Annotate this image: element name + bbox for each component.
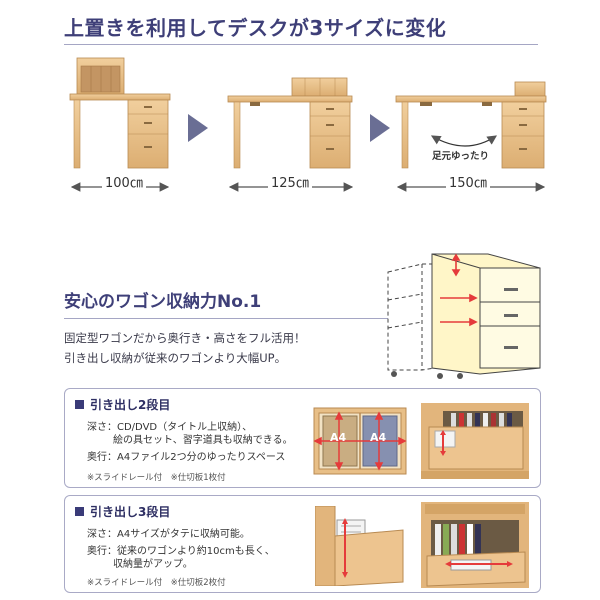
legroom-callout: 足元ゆったり — [432, 151, 490, 162]
drawer-2-info-box: 引き出し2段目 深さ：CD/DVD（タイトル上収納）、 絵の具セット、習字道具も… — [64, 388, 541, 488]
width-key: 奥行： — [87, 452, 117, 463]
depth-key: 深さ： — [87, 422, 117, 433]
section2-intro: 固定型ワゴンだから奥行き・高さをフル活用！ 引き出し収納が従来のワゴンより大幅U… — [64, 328, 384, 368]
square-bullet-icon — [75, 507, 84, 516]
drawer-2-description: 深さ：CD/DVD（タイトル上収納）、 絵の具セット、習字道具も収納できる。 奥… — [87, 421, 317, 464]
section2-title: 安心のワゴン収納力No.1 — [64, 292, 262, 312]
depth-line-2: 絵の具セット、習字道具も収納できる。 — [113, 435, 293, 446]
desk-size-illustration: 100㎝ 125㎝ 150㎝ 足元ゆったり — [0, 56, 600, 206]
size-label-100: 100㎝ — [102, 172, 146, 191]
depth-line-1: CD/DVD（タイトル上収納）、 — [117, 422, 253, 433]
section2-divider — [64, 318, 388, 319]
section1-divider — [64, 44, 538, 45]
width-key: 奥行： — [87, 546, 117, 557]
a4-label-right: A4 — [370, 431, 387, 444]
drawer-3-a4-diagram — [314, 505, 407, 587]
depth-line-1: A4サイズがタテに収納可能。 — [117, 529, 250, 540]
drawer-3-description: 深さ：A4サイズがタテに収納可能。 奥行：従来のワゴンより約10cmも長く、 収… — [87, 528, 317, 571]
drawer-2-heading-text: 引き出し2段目 — [90, 398, 171, 412]
wagon-capacity-diagram — [387, 253, 541, 379]
width-line-1: A4ファイル2つ分のゆったりスペース — [117, 452, 286, 463]
width-line-2: 収納量がアップ。 — [113, 559, 193, 570]
intro-line-1: 固定型ワゴンだから奥行き・高さをフル活用！ — [64, 331, 306, 345]
drawer-2-notes: ※スライドレール付 ※仕切板1枚付 — [87, 473, 226, 483]
desk-125 — [227, 77, 354, 192]
drawer-2-a4-diagram: A4 A4 — [313, 407, 407, 475]
drawer-2-open-illustration — [421, 403, 529, 479]
size-label-125: 125㎝ — [268, 172, 312, 191]
drawer-2-heading: 引き出し2段目 — [75, 396, 170, 413]
next-arrow-icon-1 — [188, 114, 208, 142]
drawer-3-info-box: 引き出し3段目 深さ：A4サイズがタテに収納可能。 奥行：従来のワゴンより約10… — [64, 495, 541, 593]
drawer-3-notes: ※スライドレール付 ※仕切板2枚付 — [87, 578, 226, 588]
desk-150 — [395, 81, 547, 192]
width-line-1: 従来のワゴンより約10cmも長く、 — [117, 546, 275, 557]
section1-title: 上置きを利用してデスクが3サイズに変化 — [64, 16, 447, 40]
next-arrow-icon-2 — [370, 114, 390, 142]
intro-line-2: 引き出し収納が従来のワゴンより大幅UP。 — [64, 351, 287, 365]
depth-key: 深さ： — [87, 529, 117, 540]
a4-label-left: A4 — [330, 431, 347, 444]
drawer-3-open-illustration — [421, 502, 529, 588]
wagon-capacity-illustration — [380, 250, 550, 380]
square-bullet-icon — [75, 400, 84, 409]
desk-100 — [69, 57, 171, 192]
size-label-150: 150㎝ — [446, 172, 490, 191]
drawer-3-heading-text: 引き出し3段目 — [90, 505, 171, 519]
drawer-3-heading: 引き出し3段目 — [75, 503, 170, 520]
